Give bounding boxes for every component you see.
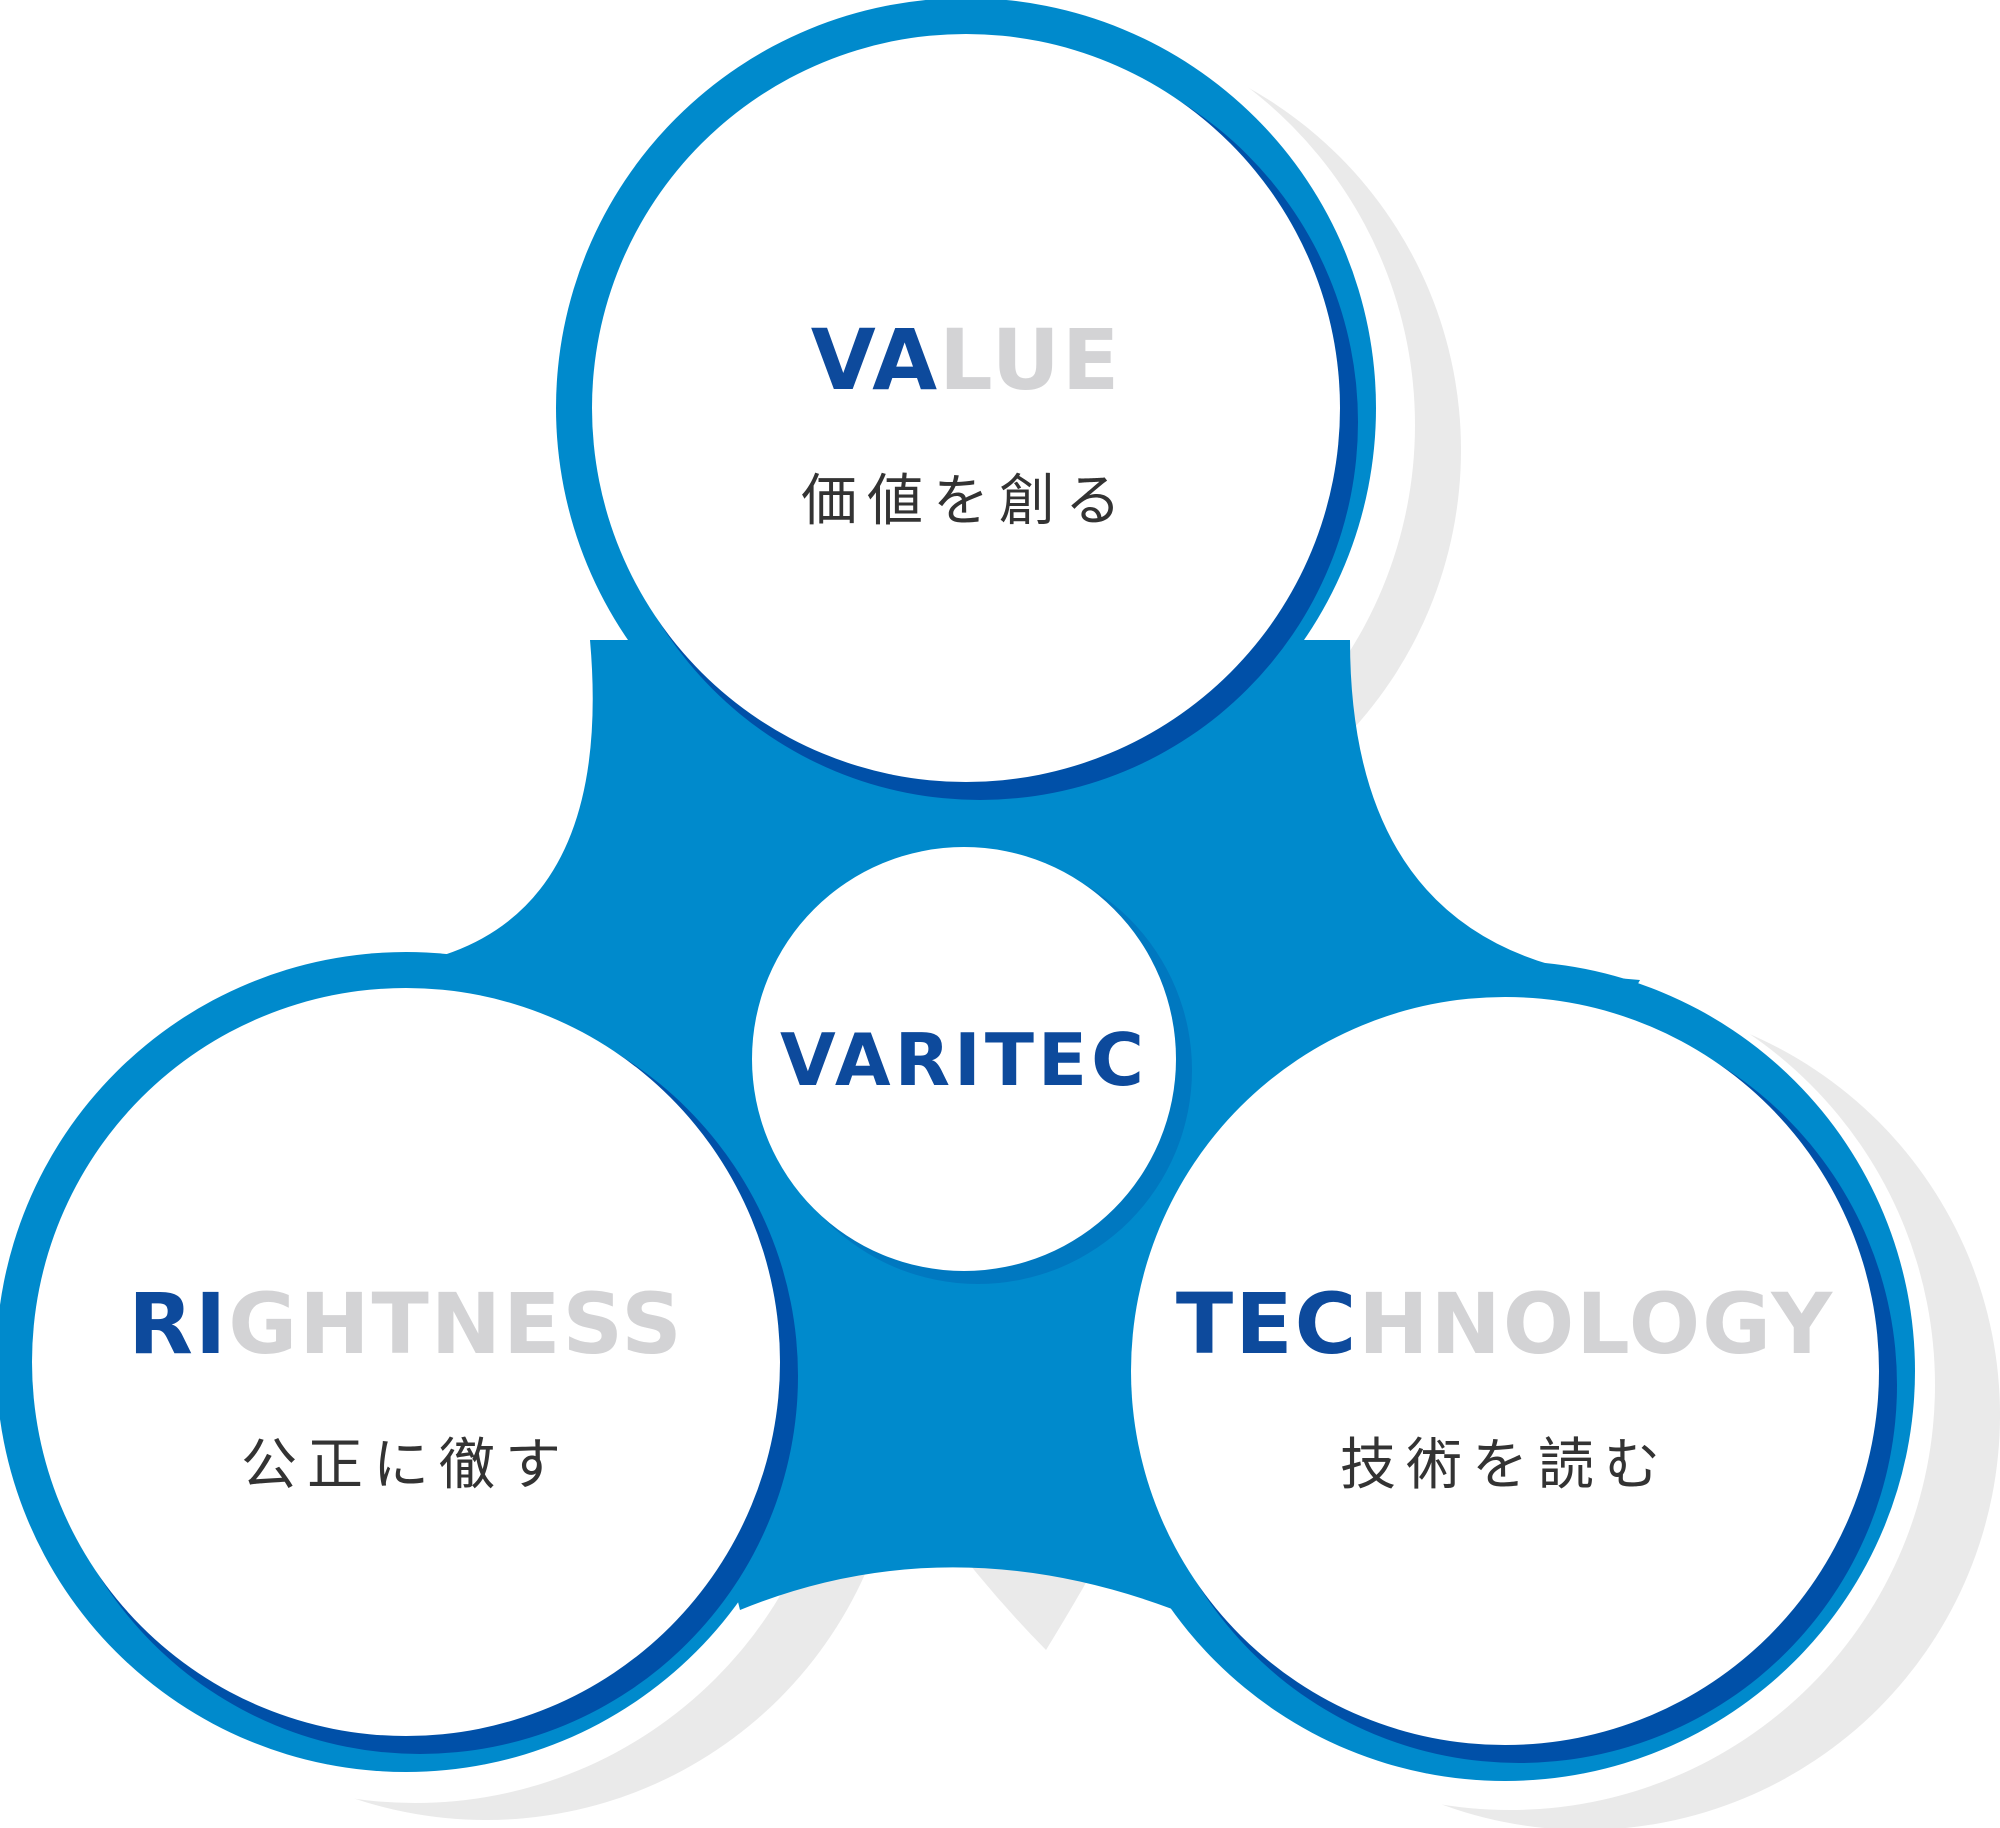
node-rightness: RIGHTNESS 公正に徹す: [128, 1282, 683, 1494]
node-technology-title: TECHNOLOGY: [1175, 1275, 1835, 1373]
technology-circle: [1131, 997, 1879, 1745]
node-rightness-subtitle: 公正に徹す: [240, 1433, 571, 1498]
center-circle: [752, 847, 1176, 1271]
white-circles: [32, 34, 1879, 1745]
node-technology: TECHNOLOGY 技術を読む: [1176, 1282, 1834, 1494]
rightness-circle: [32, 988, 780, 1736]
node-value-subtitle: 価値を創る: [801, 469, 1131, 534]
node-technology-subtitle: 技術を読む: [1340, 1433, 1670, 1498]
node-value-title: VALUE: [810, 311, 1122, 409]
node-rightness-title: RIGHTNESS: [128, 1275, 684, 1373]
center-label: VARITEC: [780, 1018, 1148, 1102]
node-value: VALUE 価値を創る: [801, 318, 1131, 530]
value-circle: [592, 34, 1340, 782]
